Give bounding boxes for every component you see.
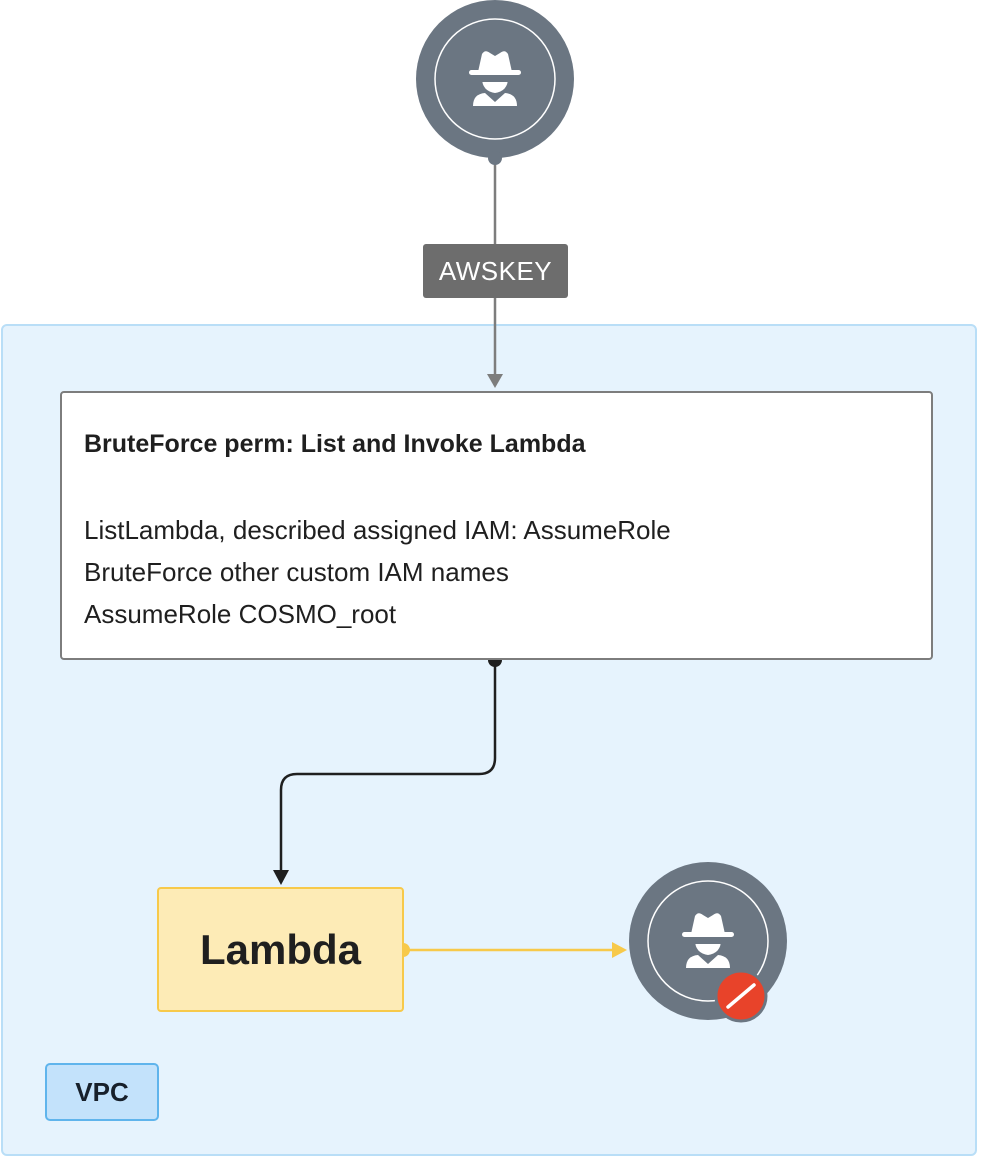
step-line: ListLambda, described assigned IAM: Assu… — [84, 515, 671, 545]
attacker-node-top[interactable] — [416, 0, 574, 165]
spy-icon — [682, 913, 734, 968]
arrowhead-step — [487, 374, 503, 388]
arrowhead-lambda — [273, 870, 289, 885]
lambda-label: Lambda — [199, 925, 362, 973]
edge-label-awskey: AWSKEY — [423, 244, 568, 298]
edge-step-to-lambda — [279, 660, 497, 872]
spy-icon — [469, 51, 521, 106]
attacker-node-bottom[interactable] — [629, 862, 787, 1023]
step-line: AssumeRole COSMO_root — [84, 599, 397, 629]
arrowhead-attacker — [612, 942, 627, 958]
blocked-icon — [714, 969, 768, 1023]
step-title: BruteForce perm: List and Invoke Lambda — [84, 430, 586, 458]
lambda-node[interactable]: Lambda — [157, 887, 404, 1012]
step-line: BruteForce other custom IAM names — [84, 557, 509, 587]
vpc-label: VPC — [45, 1063, 159, 1121]
step-box[interactable]: BruteForce perm: List and Invoke Lambda … — [60, 391, 933, 660]
